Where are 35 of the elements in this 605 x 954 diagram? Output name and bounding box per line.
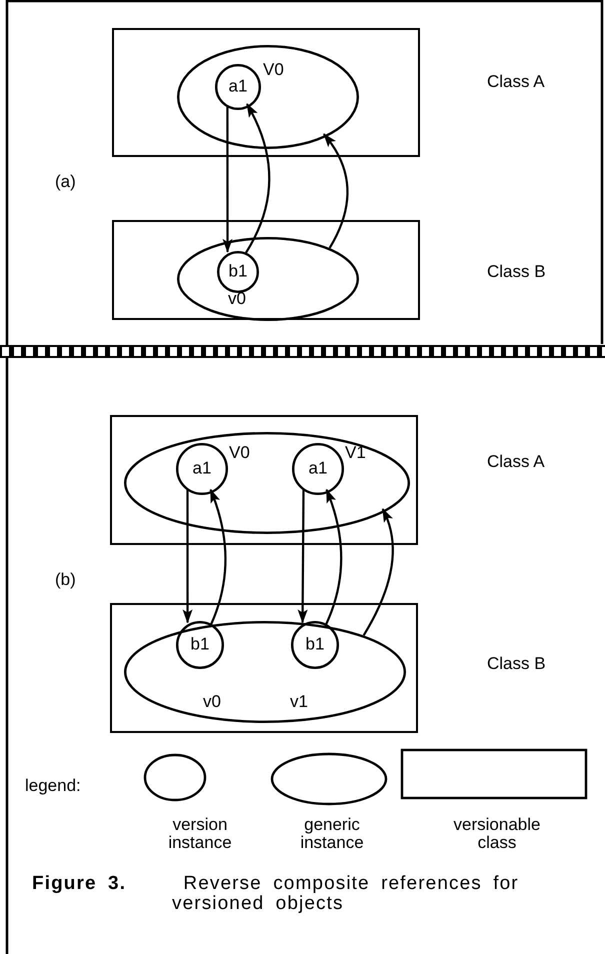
legend-heading: legend: — [25, 776, 81, 796]
class-label: Class A — [487, 72, 545, 92]
instance-label: b1 — [306, 634, 324, 655]
class-label: Class A — [487, 452, 545, 472]
instance-label: b1 — [228, 262, 248, 282]
reference-arrow — [323, 133, 349, 249]
legend-text: generic instance — [299, 816, 365, 852]
instance-label: b1 — [190, 634, 210, 655]
panel-label: (b) — [55, 570, 76, 590]
reference-arrow — [245, 103, 270, 254]
class-label: Class B — [487, 262, 546, 282]
panel-label: (a) — [55, 172, 76, 192]
instance-label: a1 — [192, 458, 212, 479]
reference-arrow — [362, 508, 394, 636]
instance-label: a1 — [308, 458, 328, 479]
reference-arrow — [210, 488, 227, 625]
version-label: V1 — [345, 443, 366, 463]
reference-arrow — [298, 488, 308, 624]
generic-instance-ellipse — [177, 45, 359, 149]
reference-arrow — [182, 488, 193, 624]
instance-label: a1 — [228, 76, 248, 97]
generic-instance-ellipse — [124, 621, 406, 723]
legend-text: versionable class — [452, 816, 542, 852]
version-label: V0 — [263, 60, 284, 80]
legend-text: version instance — [167, 816, 233, 852]
reference-arrow — [222, 105, 233, 253]
version-label: v0 — [203, 692, 221, 712]
version-label: V0 — [229, 443, 250, 463]
reference-arrow — [325, 488, 342, 625]
version-label: v0 — [228, 289, 246, 309]
generic-instance-ellipse — [177, 237, 359, 321]
figure-caption: Figure 3. Reverse composite references for versioned objects — [32, 874, 520, 914]
generic-instance-ellipse — [124, 432, 410, 534]
class-label: Class B — [487, 654, 546, 674]
version-label: v1 — [290, 692, 308, 712]
